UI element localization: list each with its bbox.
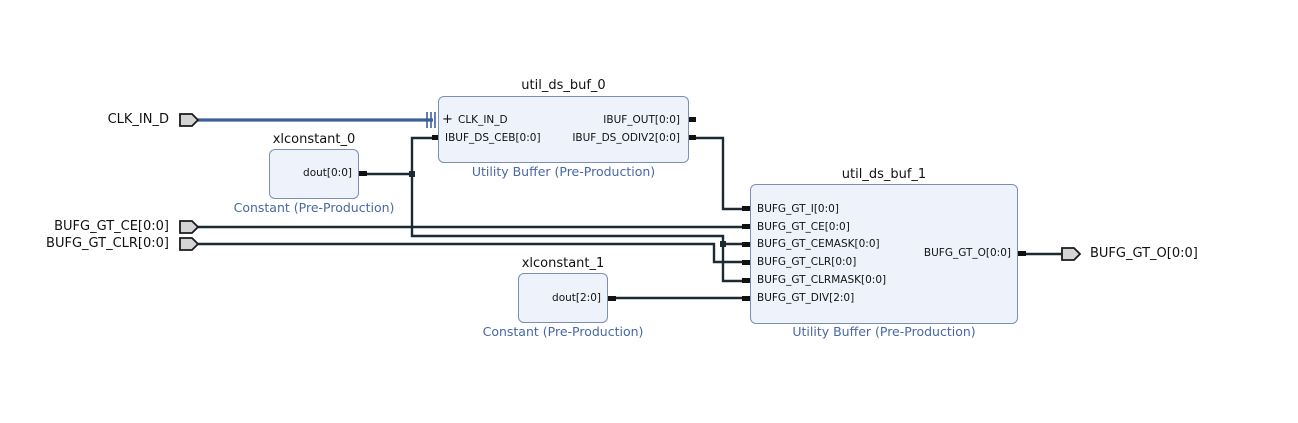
- port-bufg-gt-o-label[interactable]: BUFG_GT_O[0:0]: [1090, 246, 1198, 261]
- pin-label-bufg-gt-cemask: BUFG_GT_CEMASK[0:0]: [757, 238, 880, 250]
- junction-dot: [409, 171, 415, 177]
- pin-stub: [742, 260, 751, 265]
- port-bufg-gt-clr-label[interactable]: BUFG_GT_CLR[0:0]: [46, 236, 169, 251]
- block-title-xlconstant-1: xlconstant_1: [521, 256, 605, 271]
- net-xlconstant-0-dout[interactable]: [366, 136, 434, 176]
- pin-label-bufg-gt-clrmask: BUFG_GT_CLRMASK[0:0]: [757, 274, 887, 286]
- pin-stub: [358, 171, 367, 176]
- block-title-xlconstant-0: xlconstant_0: [272, 132, 356, 147]
- block-xlconstant-1[interactable]: [518, 273, 608, 323]
- port-bufg-gt-ce-icon[interactable]: [179, 220, 200, 234]
- pin-label-bufg-gt-o: BUFG_GT_O[0:0]: [923, 247, 1011, 259]
- pin-label-ibuf-ds-ceb: IBUF_DS_CEB[0:0]: [445, 132, 541, 144]
- block-subtitle-util-ds-buf-0: Utility Buffer (Pre-Production): [471, 164, 656, 179]
- pin-stub: [742, 242, 751, 247]
- port-clk-in-d-label[interactable]: CLK_IN_D: [107, 112, 169, 127]
- pin-stub: [432, 135, 439, 140]
- pin-label-bufg-gt-i: BUFG_GT_I[0:0]: [757, 203, 839, 215]
- net-ibuf-ds-odiv2[interactable]: [694, 136, 744, 211]
- pin-stub: [742, 278, 751, 283]
- expand-plus-icon[interactable]: +: [442, 112, 453, 127]
- block-subtitle-xlconstant-0: Constant (Pre-Production): [233, 200, 395, 215]
- block-subtitle-util-ds-buf-1: Utility Buffer (Pre-Production): [792, 324, 976, 339]
- port-clk-in-d-icon[interactable]: [179, 113, 200, 127]
- net-bufg-gt-clr[interactable]: [198, 242, 744, 264]
- pin-stub: [688, 117, 696, 122]
- pin-label-bufg-gt-clr: BUFG_GT_CLR[0:0]: [757, 256, 857, 268]
- pin-label-bufg-gt-div: BUFG_GT_DIV[2:0]: [757, 292, 855, 304]
- net-cemask-to-clrmask[interactable]: [721, 244, 744, 283]
- block-util-ds-buf-1[interactable]: [750, 184, 1018, 324]
- port-bufg-gt-clr-icon[interactable]: [179, 237, 200, 251]
- pin-stub: [607, 296, 616, 301]
- pin-label-ibuf-out: IBUF_OUT[0:0]: [603, 114, 680, 126]
- block-subtitle-xlconstant-1: Constant (Pre-Production): [482, 324, 644, 339]
- pin-label-dout-1: dout[2:0]: [552, 292, 601, 304]
- pin-label-bufg-gt-ce: BUFG_GT_CE[0:0]: [757, 221, 850, 233]
- block-title-util-ds-buf-0: util_ds_buf_0: [521, 78, 606, 93]
- pin-stub: [742, 206, 751, 211]
- pin-stub: [742, 224, 751, 229]
- pin-label-ibuf-ds-odiv2: IBUF_DS_ODIV2[0:0]: [572, 132, 680, 144]
- junction-dot: [720, 241, 726, 247]
- pin-stub: [742, 296, 751, 301]
- net-xlconstant-0-to-masks[interactable]: [410, 174, 744, 246]
- block-title-util-ds-buf-1: util_ds_buf_1: [841, 167, 927, 182]
- pin-stub: [1017, 251, 1026, 256]
- pin-label-dout-0: dout[0:0]: [303, 167, 352, 179]
- pin-label-clk-in-d: CLK_IN_D: [458, 114, 508, 126]
- block-xlconstant-0[interactable]: [269, 149, 359, 199]
- port-bufg-gt-ce-label[interactable]: BUFG_GT_CE[0:0]: [54, 219, 169, 234]
- block-util-ds-buf-0[interactable]: [438, 96, 689, 163]
- port-bufg-gt-o-icon[interactable]: [1061, 247, 1082, 261]
- pin-stub: [688, 135, 696, 140]
